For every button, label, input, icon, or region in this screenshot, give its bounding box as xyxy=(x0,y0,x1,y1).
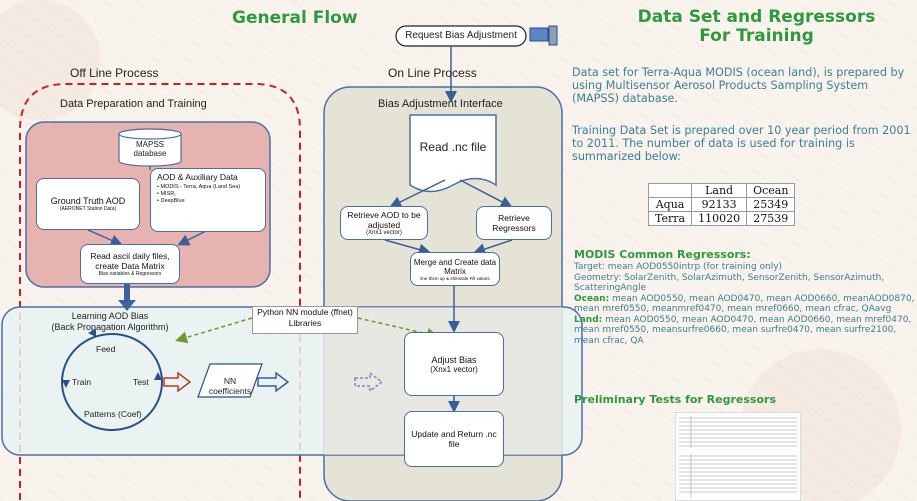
land-label: Land: xyxy=(574,314,603,325)
update-return-box: Update and Return .nc file xyxy=(404,411,504,467)
retrieve-regressors-box: Retrieve Regressors xyxy=(476,206,552,240)
table-row: Terra 110020 27539 xyxy=(647,211,796,226)
ground-truth-label: Ground Truth AOD xyxy=(50,196,126,206)
aod-aux-item: • DeepBlue xyxy=(157,198,185,204)
table-cell: 110020 xyxy=(691,211,748,226)
table-cell: 27539 xyxy=(746,211,796,226)
ground-truth-sub: (AERONET Station Data) xyxy=(59,206,117,212)
table-cell: 92133 xyxy=(691,197,748,212)
right-para2: Training Data Set is prepared over 10 ye… xyxy=(572,124,911,163)
read-nc-label: Read .nc file xyxy=(419,140,487,154)
feed-label: Feed xyxy=(96,344,116,354)
test-label: Test xyxy=(133,377,149,387)
right-title: Data Set and Regressors For Training xyxy=(596,8,917,46)
adjust-bias-sub: (Xnx1 vector) xyxy=(430,364,478,374)
merge-sub: line them up & eliminate Fill values xyxy=(420,275,490,281)
python-nn-box: Python NN module (ffnet) Libraries xyxy=(252,306,358,334)
interface-title: Bias Adjustment Interface xyxy=(378,98,503,110)
retrieve-aod-box: Retrieve AOD to be adjusted (Xnx1 vector… xyxy=(340,206,428,240)
aod-aux-item: • MODIS - Terra, Aqua (Land Sea) xyxy=(157,184,241,190)
update-return-label: Update and Return .nc file xyxy=(411,429,497,449)
retrieve-aod-label: Retrieve AOD to be adjusted xyxy=(347,210,421,230)
right-title-line2: For Training xyxy=(699,26,814,46)
adjust-bias-label: Adjust Bias xyxy=(431,354,477,365)
ocean-text: Ocean: mean AOD0550, mean AOD0470, mean … xyxy=(574,293,915,315)
offline-title: Off Line Process xyxy=(70,66,159,80)
table-cell: 25349 xyxy=(746,197,796,212)
read-ascii-box: Read ascii daily files, create Data Matr… xyxy=(80,244,180,284)
aod-aux-box: AOD & Auxiliary Data • MODIS - Terra, Aq… xyxy=(150,168,266,232)
learning-title: Learning AOD Bias (Back Propagation Algo… xyxy=(40,311,180,333)
data-prep-title: Data Preparation and Training xyxy=(60,98,207,110)
regressors-title: MODIS Common Regressors: xyxy=(574,248,751,261)
aod-aux-item: • MISR, xyxy=(157,191,176,197)
read-ascii-sub: Bias variables & Regressors xyxy=(98,271,162,277)
train-label: Train xyxy=(72,377,92,387)
retrieve-regressors-label: Retrieve Regressors xyxy=(492,213,536,233)
retrieve-aod-sub: (Xnx1 vector) xyxy=(366,230,402,236)
merge-label: Merge and Create data Matrix xyxy=(413,257,497,276)
nc-file-shape xyxy=(409,114,497,193)
land-text: Land: mean AOD0550, mean AOD0470, mean A… xyxy=(574,314,912,346)
offline-boundary xyxy=(19,83,301,500)
computer-icon xyxy=(529,27,549,42)
ground-truth-box: Ground Truth AOD (AERONET Station Data) xyxy=(36,178,140,230)
general-flow-title: General Flow xyxy=(232,8,358,28)
table-header-cell: Land xyxy=(691,183,748,198)
adjust-bias-box: Adjust Bias (Xnx1 vector) xyxy=(404,332,504,396)
mapss-database: MAPSS database xyxy=(133,140,167,158)
table-header-cell: Ocean xyxy=(746,183,796,198)
table-header-cell xyxy=(647,183,693,198)
table-cell: Terra xyxy=(647,211,693,226)
request-bias-button: Request Bias Adjustment xyxy=(405,30,517,41)
right-para1: Data set for Terra-Aqua MODIS (ocean lan… xyxy=(572,66,905,105)
ocean-label: Ocean: xyxy=(574,293,610,304)
table-cell: Aqua xyxy=(647,197,693,212)
nn-coef-label: NN coefficients xyxy=(208,376,252,396)
table-header-row: Land Ocean xyxy=(647,183,796,198)
read-ascii-label: Read ascii daily files, create Data Matr… xyxy=(90,251,170,271)
learning-label: Learning AOD Bias xyxy=(71,311,149,321)
target-text: Target: mean AOD0550intrp (for training … xyxy=(574,262,783,272)
right-title-line1: Data Set and Regressors xyxy=(637,7,876,27)
merge-box: Merge and Create data Matrix line them u… xyxy=(410,252,500,286)
aod-aux-title: AOD & Auxiliary Data xyxy=(157,172,238,182)
table-row: Aqua 92133 25349 xyxy=(647,197,796,212)
regressors-text: Target: mean AOD0550intrp (for training … xyxy=(574,262,917,346)
geometry-text: Geometry: SolarZenith, SolarAzimuth, Sen… xyxy=(574,272,885,294)
learning-sub: (Back Propagation Algorithm) xyxy=(51,322,169,332)
nn-coef-shape xyxy=(197,363,263,398)
request-pill-shape xyxy=(395,25,527,47)
online-title: On Line Process xyxy=(388,66,477,80)
prelim-tests-thumbnail xyxy=(675,412,801,501)
patterns-label: Patterns (Coef) xyxy=(84,409,142,419)
training-data-table: Land Ocean Aqua 92133 25349 Terra 110020… xyxy=(647,183,796,226)
prelim-title: Preliminary Tests for Regressors xyxy=(574,393,776,406)
